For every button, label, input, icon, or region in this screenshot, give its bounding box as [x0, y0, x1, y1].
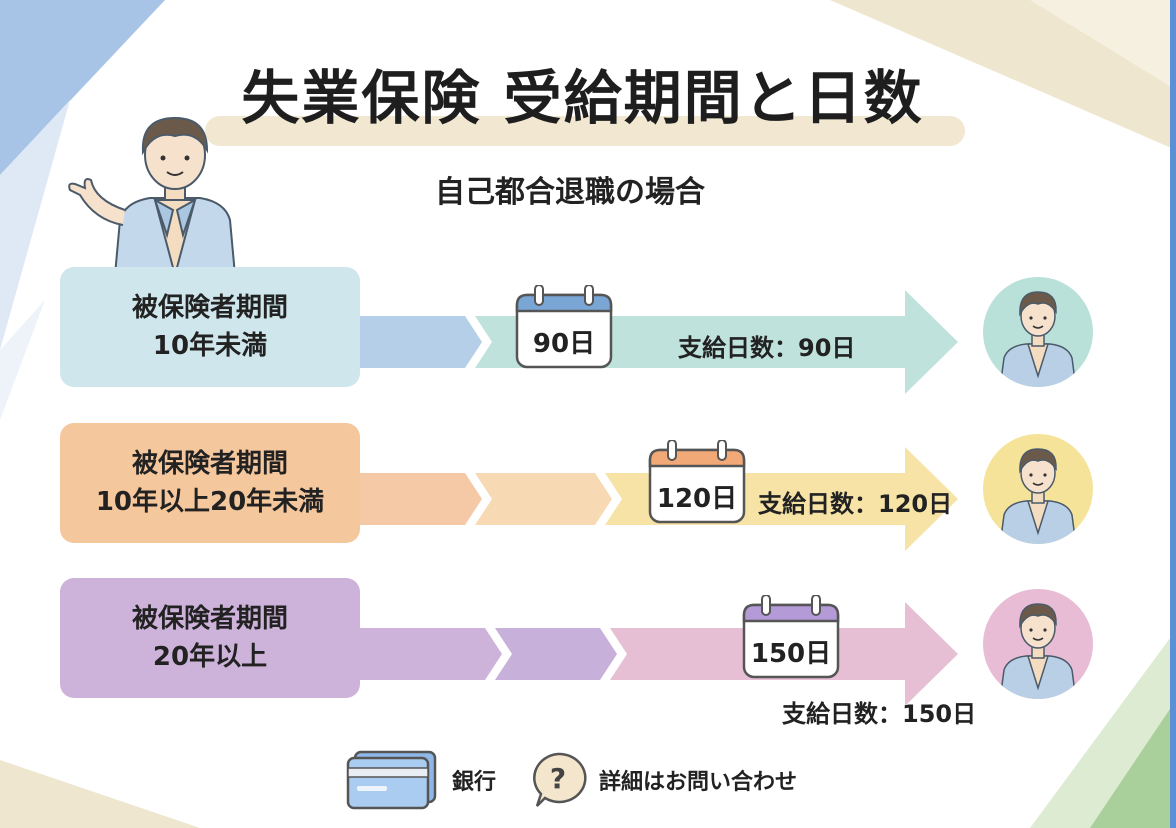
row2-label: 被保険者期間 10年以上20年未満 — [60, 423, 360, 543]
row3-days-text: 支給日数：150日 — [782, 700, 977, 728]
row1-avatar — [983, 277, 1093, 387]
svg-text:?: ? — [550, 762, 566, 795]
row3-label: 被保険者期間 20年以上 — [60, 578, 360, 698]
title-highlight — [205, 116, 965, 146]
row2-arrow-segment-1 — [355, 473, 482, 525]
row2-calendar-icon: 120日 — [648, 439, 746, 525]
row2-days-text: 支給日数：120日 — [758, 490, 953, 518]
row1-label-line1: 被保険者期間 — [131, 293, 288, 323]
help-label: 詳細はお問い合わせ — [599, 770, 798, 795]
bank-label: 銀行 — [452, 770, 497, 795]
row3-arrow-segment-2 — [495, 628, 617, 680]
row1-calendar-icon: 90日 — [515, 284, 613, 370]
row1-days-text: 支給日数：90日 — [678, 334, 856, 362]
legend-help: ? 詳細はお問い合わせ — [527, 750, 797, 810]
row3-arrow-segment-1 — [355, 628, 502, 680]
row1-calendar-text: 90日 — [532, 329, 596, 359]
row1-label: 被保険者期間 10年未満 — [60, 267, 360, 387]
row3-label-line2: 20年以上 — [152, 642, 268, 672]
row2-calendar-text: 120日 — [656, 484, 738, 514]
row2-label-line2: 10年以上20年未満 — [95, 487, 325, 517]
title-area: 失業保険 受給期間と日数 — [195, 58, 970, 153]
row3-label-line1: 被保険者期間 — [131, 604, 288, 634]
page-subtitle: 自己都合退職の場合 — [435, 175, 705, 210]
row2-arrow-segment-2 — [475, 473, 612, 525]
row3-calendar-text: 150日 — [750, 639, 832, 669]
row1-label-line2: 10年未満 — [152, 331, 268, 361]
row1-arrow-segment-1 — [355, 316, 482, 368]
row2-avatar — [983, 434, 1093, 544]
row3-avatar — [983, 589, 1093, 699]
legend-bank: 銀行 — [345, 750, 496, 810]
row2-label-line1: 被保険者期間 — [131, 449, 288, 479]
credit-card-icon — [346, 750, 437, 810]
page-title: 失業保険 受給期間と日数 — [241, 64, 924, 132]
row3-calendar-icon: 150日 — [742, 594, 840, 680]
presenter-illustration — [68, 116, 237, 275]
question-bubble-icon: ? — [533, 752, 587, 807]
